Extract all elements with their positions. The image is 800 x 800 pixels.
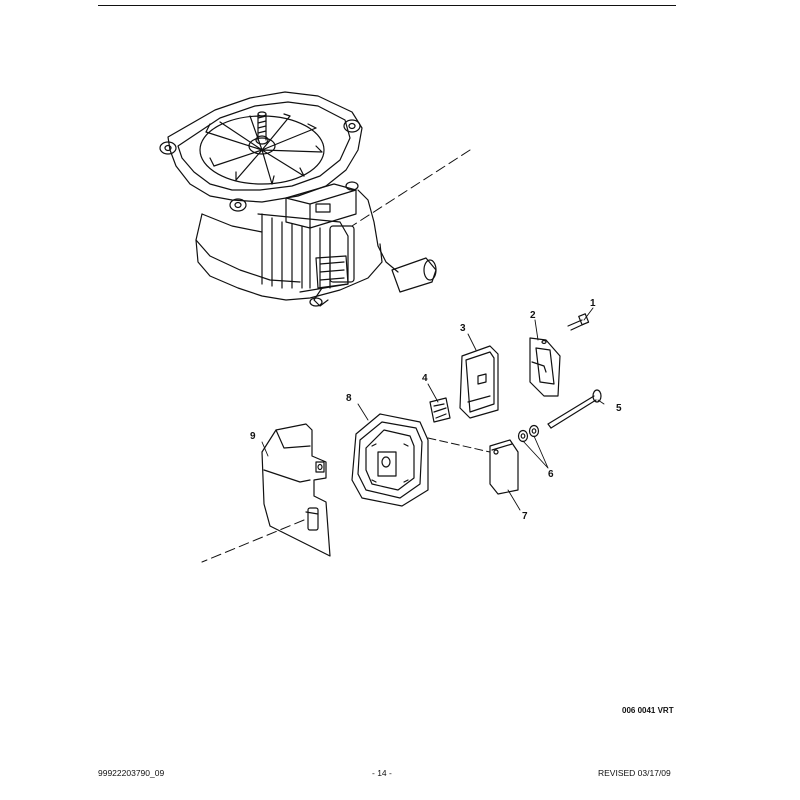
callout-6: 6 (548, 469, 554, 480)
callout-1: 1 (590, 298, 596, 309)
callout-9: 9 (250, 431, 256, 442)
callout-2: 2 (530, 310, 536, 321)
ignition-module (285, 181, 359, 229)
part-2-cover-plate (529, 337, 561, 397)
footer-page-number: - 14 - (372, 768, 392, 778)
part-7-plate (489, 439, 519, 495)
callout-4: 4 (422, 373, 428, 384)
footer-revised-date: REVISED 03/17/09 (598, 768, 671, 778)
callout-8: 8 (346, 393, 352, 404)
part-9-heat-shield (261, 423, 331, 557)
part-1-screw (567, 313, 590, 331)
assembly-dashed-line-2 (427, 437, 491, 453)
callout-3: 3 (460, 323, 466, 334)
callout-5: 5 (616, 403, 622, 414)
top-rule (98, 5, 676, 6)
leader-lines (261, 307, 605, 511)
engine-assembly (159, 91, 437, 307)
flywheel (199, 111, 325, 185)
cylinder-block (257, 213, 355, 293)
part-3-bracket (459, 345, 499, 419)
callout-7: 7 (522, 511, 528, 522)
part-5-bolt (547, 389, 602, 429)
spark-plug-wire (357, 189, 399, 273)
spark-plug (309, 255, 349, 307)
footer-doc-number: 99922203790_09 (98, 768, 165, 778)
part-8-muffler (351, 413, 429, 507)
assembly-axis-line (351, 149, 471, 227)
assembly-dashed-line-3 (201, 519, 305, 563)
spark-plug-boot (391, 257, 437, 293)
drawing-code: 006 0041 VRT (622, 706, 674, 715)
part-4-gasket (429, 397, 451, 423)
